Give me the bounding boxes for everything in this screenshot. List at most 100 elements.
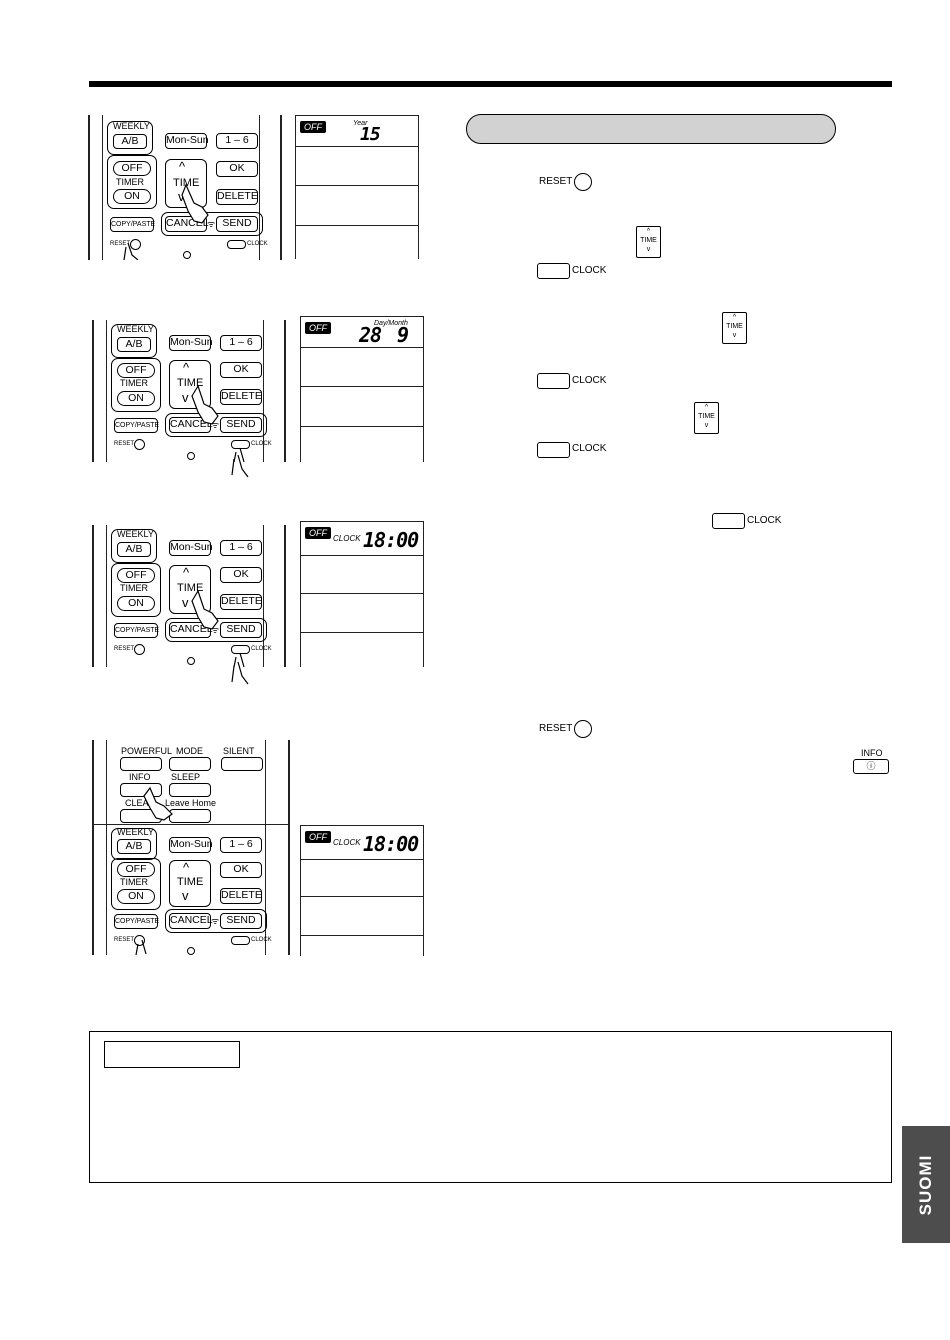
one-six-button[interactable]: 1 – 6	[216, 133, 258, 149]
inline-clock-icon	[537, 442, 570, 458]
silent-button[interactable]	[221, 757, 263, 771]
on-button[interactable]: ON	[117, 391, 155, 406]
send-button[interactable]: SEND	[220, 622, 262, 638]
ab-button[interactable]: A/B	[117, 839, 151, 854]
inline-clock-label: CLOCK	[572, 375, 607, 386]
ab-button[interactable]: A/B	[117, 542, 151, 557]
one-six-button[interactable]: 1 – 6	[220, 540, 262, 556]
copy-paste-button[interactable]: COPY/PASTE	[114, 418, 159, 433]
clock-button[interactable]	[231, 936, 250, 945]
send-button[interactable]: SEND	[220, 417, 262, 433]
info-label: INFO	[129, 772, 151, 782]
send-button[interactable]: SEND	[216, 216, 258, 232]
clock-button[interactable]	[227, 240, 246, 249]
lcd-display-2: OFF Day/Month 28 9	[300, 316, 424, 462]
hand-pointer-icon	[191, 384, 245, 462]
on-button[interactable]: ON	[117, 596, 155, 611]
mon-sun-button[interactable]: Mon-Sun	[169, 837, 213, 853]
mon-sun-button[interactable]: Mon-Sun	[169, 540, 213, 556]
reset-label: RESET	[114, 646, 135, 652]
remote-bottom-dot	[187, 452, 195, 460]
inline-clock-label: CLOCK	[572, 443, 607, 454]
reset-button[interactable]	[134, 439, 145, 450]
hand-pointer-icon	[123, 183, 209, 260]
weekly-label: WEEKLY	[113, 121, 150, 131]
timer-label: TIMER	[120, 583, 148, 593]
send-button[interactable]: SEND	[220, 913, 262, 929]
copy-paste-button[interactable]: COPY/PASTE	[114, 623, 159, 638]
delete-button[interactable]: DELETE	[216, 189, 258, 205]
top-rule	[89, 81, 892, 87]
inline-reset-label: RESET	[539, 723, 573, 734]
delete-button[interactable]: DELETE	[220, 389, 262, 405]
clock-label: CLOCK	[251, 937, 272, 943]
reset-button[interactable]	[134, 935, 145, 946]
reset-label: RESET	[110, 241, 131, 247]
off-button[interactable]: OFF	[117, 568, 155, 583]
time-button[interactable]	[169, 860, 211, 907]
remote-bottom-dot	[187, 947, 195, 955]
ab-button[interactable]: A/B	[117, 337, 151, 352]
cancel-button[interactable]: CANCEL	[169, 913, 213, 929]
year-caption: Year	[353, 120, 368, 127]
timer-label: TIMER	[116, 177, 144, 187]
ok-button[interactable]: OK	[216, 161, 258, 177]
leave-home-label: Leave Home	[165, 798, 217, 808]
copy-paste-button[interactable]: COPY/PASTE	[110, 217, 155, 232]
sleep-button[interactable]	[169, 783, 211, 797]
off-button[interactable]: OFF	[117, 862, 155, 877]
delete-button[interactable]: DELETE	[220, 594, 262, 610]
weekly-label: WEEKLY	[117, 529, 154, 539]
reset-button[interactable]	[134, 644, 145, 655]
time-button[interactable]	[169, 565, 211, 614]
section-heading-bar	[466, 114, 836, 144]
timer-label: TIMER	[120, 378, 148, 388]
remote-illustration-3: WEEKLY A/B Mon-Sun 1 – 6 OFF TIMER ON ^ …	[92, 525, 286, 667]
ab-button[interactable]: A/B	[113, 134, 147, 149]
delete-button[interactable]: DELETE	[220, 888, 262, 904]
ok-button[interactable]: OK	[220, 567, 262, 583]
one-six-button[interactable]: 1 – 6	[220, 837, 262, 853]
cancel-button[interactable]: CANCEL	[169, 417, 213, 433]
clock-caption: CLOCK	[333, 534, 361, 543]
cancel-button[interactable]: CANCEL	[169, 622, 213, 638]
time-label: TIME	[173, 177, 200, 189]
clock-value: 18:00	[363, 528, 419, 552]
time-up-icon: ^	[183, 860, 190, 875]
ok-button[interactable]: OK	[220, 362, 262, 378]
clock-value: 18:00	[363, 832, 419, 856]
note-tab	[104, 1041, 240, 1068]
language-tab: SUOMI	[902, 1126, 950, 1243]
daymonth-caption: Day/Month	[374, 320, 408, 327]
remote-body: POWERFUL MODE SILENT INFO SLEEP CLEAN Le…	[94, 740, 288, 955]
inline-reset-icon	[574, 173, 592, 191]
inline-clock-label: CLOCK	[747, 515, 782, 526]
time-down-icon: v	[178, 189, 185, 204]
time-button[interactable]	[169, 360, 211, 409]
send-group	[161, 212, 263, 236]
remote-body: WEEKLY A/B Mon-Sun 1 – 6 OFF TIMER ON ^ …	[106, 525, 272, 667]
reset-button[interactable]	[130, 239, 141, 250]
remote-illustration-1: WEEKLY A/B Mon-Sun 1 – 6 OFF TIMER ON ^ …	[88, 115, 282, 260]
time-label: TIME	[177, 377, 204, 389]
weekly-group	[111, 529, 157, 563]
off-button[interactable]: OFF	[117, 363, 155, 378]
copy-paste-button[interactable]: COPY/PASTE	[114, 914, 159, 929]
signal-icon: ᯤ	[211, 916, 220, 926]
hand-pointer-icon	[135, 786, 173, 955]
powerful-button[interactable]	[120, 757, 162, 771]
mon-sun-button[interactable]: Mon-Sun	[169, 335, 213, 351]
timer-group	[107, 155, 157, 209]
time-up-icon: ^	[183, 565, 190, 580]
on-button[interactable]: ON	[113, 189, 151, 204]
lcd-display-1: OFF Year 15	[295, 115, 419, 259]
one-six-button[interactable]: 1 – 6	[220, 335, 262, 351]
mode-button[interactable]	[169, 757, 211, 771]
signal-icon: ᯤ	[211, 420, 220, 430]
ok-button[interactable]: OK	[220, 862, 262, 878]
timer-group	[111, 858, 161, 910]
off-button[interactable]: OFF	[113, 161, 151, 176]
signal-icon: ᯤ	[211, 625, 220, 635]
mon-sun-button[interactable]: Mon-Sun	[165, 133, 209, 149]
on-button[interactable]: ON	[117, 889, 155, 904]
